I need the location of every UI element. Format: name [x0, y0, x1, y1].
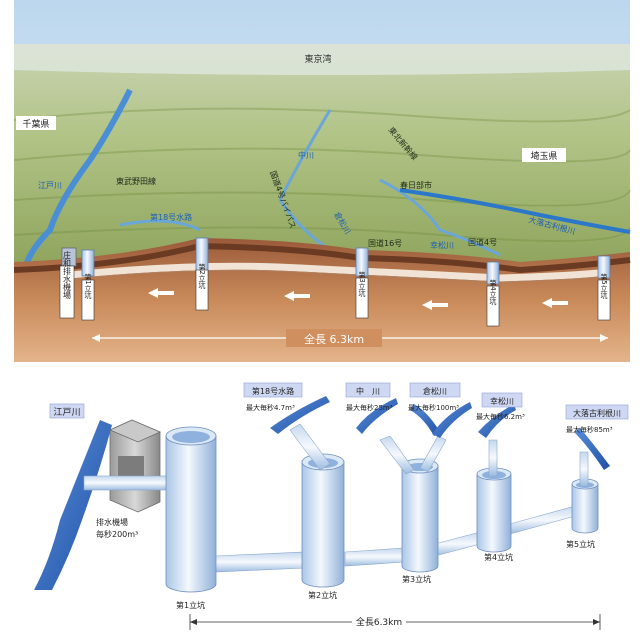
label-waterway18-top: 第18号水路 — [150, 212, 192, 222]
haze — [14, 44, 630, 75]
label-saitama: 埼玉県 — [530, 150, 557, 162]
label-shaft5-top: 第5立坑 — [600, 272, 608, 299]
shaft-3 — [401, 458, 439, 573]
river-nakagawa — [278, 109, 332, 252]
inflow-pipes — [289, 423, 589, 487]
label-chiba: 千葉県 — [22, 118, 49, 130]
top-length-label: 全長 6.3km — [304, 332, 364, 346]
label-inflow-1: 第18号水路 — [252, 386, 294, 396]
label-kasukabe: 春日部市 — [400, 180, 432, 190]
label-inflow-4-rate: 最大毎秒6.2m³ — [476, 412, 525, 421]
label-shaft-3: 第3立坑 — [402, 574, 431, 584]
label-inflow-1-rate: 最大毎秒4.7m³ — [246, 403, 295, 412]
label-inflow-3-rate: 最大毎秒100m³ — [408, 403, 459, 412]
label-tokyo-bay: 東京湾 — [304, 53, 331, 65]
label-shaft3-top: 第3立坑 — [358, 270, 366, 297]
label-pump: 排水機場 — [96, 517, 128, 527]
label-inflow-5: 大落古利根川 — [573, 408, 621, 418]
label-tobu: 東武野田線 — [116, 176, 156, 186]
top-shaft-labels: 庄和排水機場 第1立坑 第2立坑 第3立坑 第4立坑 第5立坑 — [59, 250, 611, 327]
pump-station — [109, 419, 161, 513]
label-route16: 国道16号 — [368, 238, 402, 248]
aerial-illustration: 全長 6.3km 東京湾 千葉県 埼玉県 江戸川 東武野田線 第18号水路 中川… — [13, 0, 631, 362]
shaft-5 — [571, 478, 599, 534]
river-ootoshi — [399, 188, 631, 234]
tunnel-pipes — [214, 505, 576, 573]
label-shaft-2: 第2立坑 — [308, 590, 337, 600]
label-pump-rate: 毎秒200m³ — [96, 529, 138, 539]
shaft-2 — [301, 453, 345, 588]
label-inflow-2: 中 川 — [356, 386, 380, 396]
top-length-line — [92, 329, 608, 347]
label-shaft-1: 第1立坑 — [176, 600, 205, 610]
label-shaft-5: 第5立坑 — [566, 539, 595, 549]
section-shafts — [61, 237, 611, 285]
river-edogawa — [22, 88, 133, 269]
label-inflow-3: 倉松川 — [423, 386, 447, 396]
inflow-labels: 第18号水路 最大毎秒4.7m³ 中 川 最大毎秒25m³ 倉松川 最大毎秒10… — [243, 382, 629, 434]
label-nakagawa-top: 中川 — [298, 150, 314, 160]
label-route4: 国道4号 — [468, 237, 497, 247]
label-shaft2-top: 第2立坑 — [198, 262, 206, 289]
bottom-length-line — [189, 614, 601, 630]
edogawa-river — [34, 420, 112, 590]
label-edogawa-top: 江戸川 — [38, 181, 62, 190]
shaft-1 — [165, 426, 217, 593]
label-koumatsu-top: 幸松川 — [430, 240, 454, 250]
schematic: 江戸川 排水機場 毎秒200m³ — [34, 382, 629, 630]
label-inflow-4: 幸松川 — [490, 396, 514, 406]
label-shaft-4: 第4立坑 — [484, 552, 513, 562]
tunnel — [59, 262, 611, 282]
ground-layer — [13, 242, 631, 274]
label-inflow-2-rate: 最大毎秒25m³ — [346, 403, 393, 412]
edogawa-tag — [49, 403, 85, 419]
label-bottom-length: 全長6.3km — [356, 616, 402, 628]
shaft-4 — [476, 467, 512, 553]
label-shaft4-top: 第4立坑 — [489, 278, 497, 305]
land — [14, 44, 630, 270]
label-pump-top: 庄和排水機場 — [63, 250, 72, 300]
pref-right-box — [522, 148, 566, 162]
inflow-rivers — [270, 396, 610, 470]
label-edogawa: 江戸川 — [53, 407, 80, 418]
river-kuramatsu — [379, 178, 501, 257]
pref-left-box — [16, 116, 56, 130]
flow-arrows — [148, 288, 568, 310]
label-shaft1-top: 第1立坑 — [84, 272, 92, 299]
label-inflow-5-rate: 最大毎秒85m³ — [566, 425, 613, 434]
river-waterway18 — [119, 219, 201, 232]
